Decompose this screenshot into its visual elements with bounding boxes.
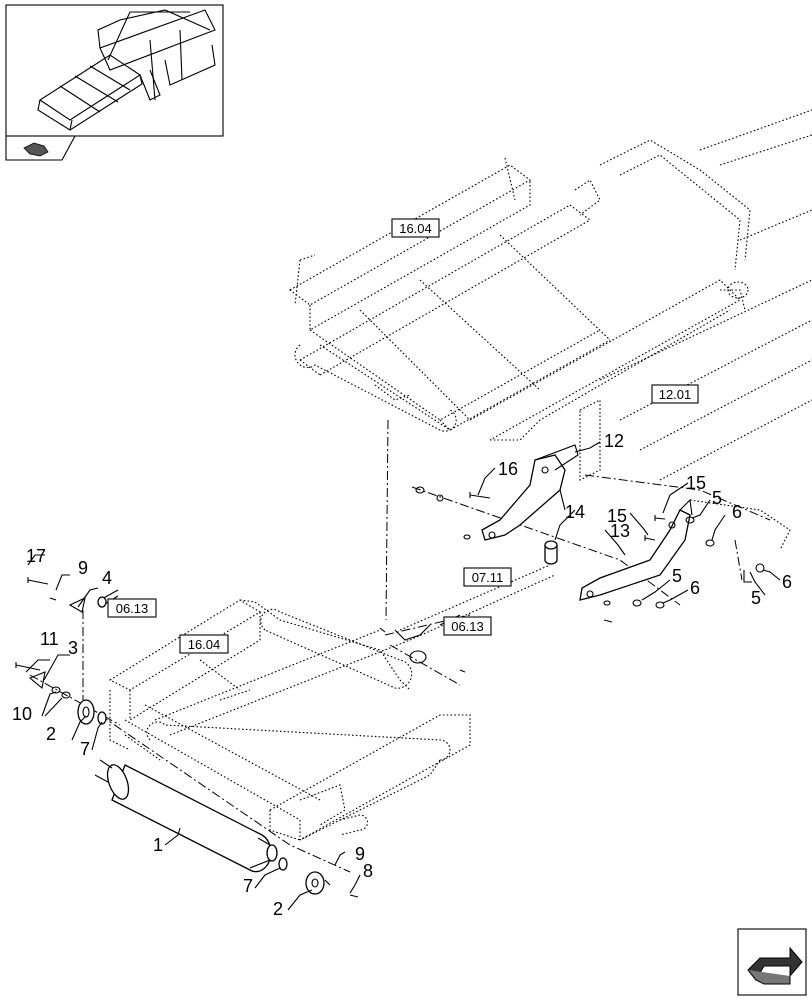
svg-text:16.04: 16.04 [188,637,221,652]
callout-2-right: 2 [273,899,283,919]
bracket-12[interactable] [481,444,579,541]
callout-2-left: 2 [46,724,56,744]
callout-11: 11 [40,629,59,649]
callout-15-right: 15 [686,473,706,493]
callout-3: 3 [68,638,78,658]
bracket-13[interactable] [579,498,693,601]
svg-text:06.13: 06.13 [116,601,149,616]
svg-text:12.01: 12.01 [659,387,692,402]
svg-text:06.13: 06.13 [451,619,484,634]
ref-box-07-11[interactable]: 07.11 [463,567,512,587]
callout-13: 13 [610,521,630,541]
callout-6-far: 6 [782,572,792,592]
callout-8: 8 [363,861,373,881]
callout-12: 12 [604,431,624,451]
callout-7-right: 7 [243,876,253,896]
next-page-arrow-icon[interactable] [737,928,807,996]
leader-lines [25,441,781,911]
callout-6-right: 6 [732,502,742,522]
callout-4: 4 [102,568,112,588]
svg-text:07.11: 07.11 [472,570,504,585]
ref-box-12-01[interactable]: 12.01 [651,384,699,404]
svg-text:16.04: 16.04 [399,221,432,236]
previous-page-arrow-icon[interactable] [5,135,76,161]
callout-5-far: 5 [751,588,761,608]
callout-6-center: 6 [690,578,700,598]
sleeve-14[interactable] [544,540,558,565]
callout-5-center: 5 [672,566,682,586]
callout-17: 17 [26,546,46,566]
ref-box-06-13-left[interactable]: 06.13 [107,598,157,618]
callout-15-mid: 15 [607,506,627,526]
fasteners-right [415,486,765,623]
overview-thumbnail[interactable] [5,4,224,137]
bearing-2-right[interactable] [278,857,359,898]
ref-box-16-04-bottom[interactable]: 16.04 [179,634,229,654]
callout-numbers: 17 9 4 11 3 10 2 7 1 7 2 9 8 16 12 14 15… [12,431,792,919]
callout-14: 14 [565,502,585,522]
roller-1[interactable] [94,759,278,873]
ref-box-16-04-top[interactable]: 16.04 [391,218,440,238]
upper-conveyor-frame [288,109,812,551]
ref-box-06-13-center[interactable]: 06.13 [443,616,492,636]
lower-conveyor-frame [108,599,471,841]
callout-5-right: 5 [712,488,722,508]
callout-9-top: 9 [78,558,88,578]
callout-9-bottom: 9 [355,844,365,864]
callout-7-left: 7 [80,739,90,759]
callout-1: 1 [153,835,163,855]
callout-16: 16 [498,459,518,479]
callout-10: 10 [12,704,32,724]
left-small-parts [15,577,119,699]
bearing-2-left[interactable] [77,699,107,725]
